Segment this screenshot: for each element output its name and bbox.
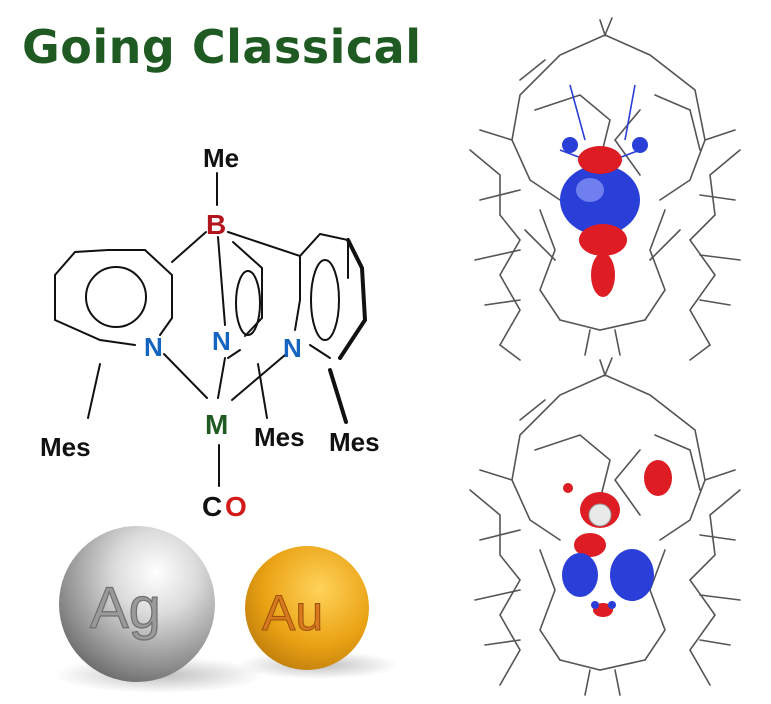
nitrogen-right-label: N xyxy=(283,333,302,363)
figure-title: Going Classical xyxy=(22,20,422,74)
silver-sphere xyxy=(59,526,215,682)
methyl-label: Me xyxy=(203,143,239,173)
carbonyl-carbon-label: C xyxy=(202,491,222,522)
carbonyl-oxygen-label: O xyxy=(225,491,247,522)
orbital-bottom-icon xyxy=(469,357,741,696)
mesityl-left-label: Mes xyxy=(40,432,91,462)
metal-label: M xyxy=(205,409,228,440)
gold-symbol: Au xyxy=(262,585,323,641)
nitrogen-left-label: N xyxy=(144,332,163,362)
nitrogen-middle-label: N xyxy=(212,326,231,356)
mesityl-middle-label: Mes xyxy=(254,422,305,452)
mesityl-right-label: Mes xyxy=(329,427,380,457)
silver-symbol: Ag xyxy=(90,576,161,641)
structure-bonds xyxy=(54,172,368,487)
gold-sphere xyxy=(245,546,369,670)
boron-label: B xyxy=(206,209,226,240)
orbital-top-icon xyxy=(469,17,741,361)
